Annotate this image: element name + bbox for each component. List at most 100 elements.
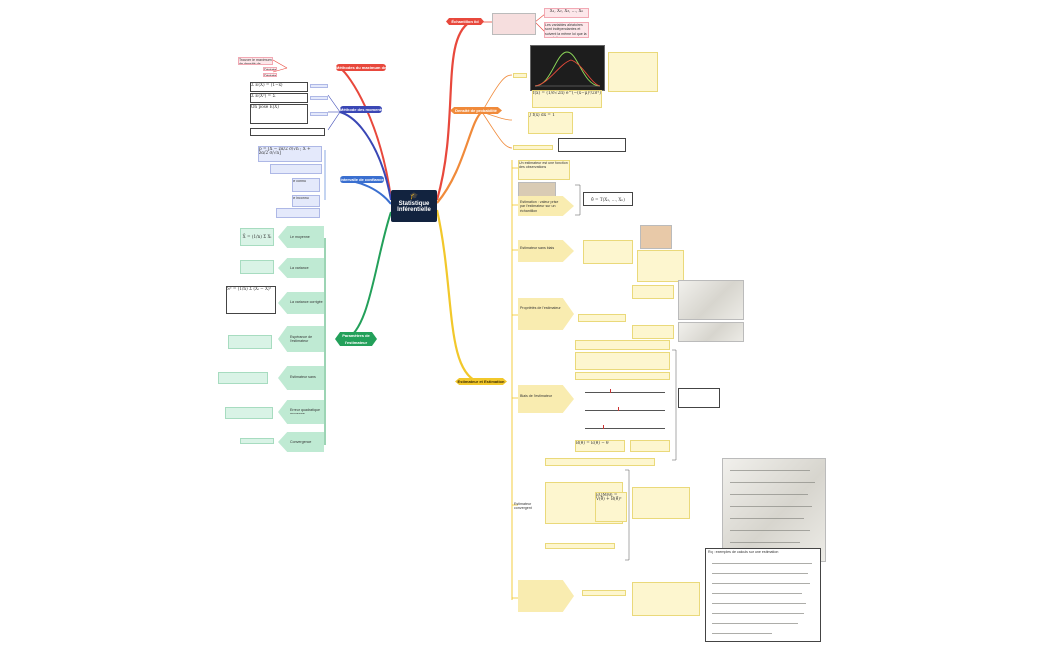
density-node-3 xyxy=(513,145,553,150)
graduation-cap-icon: 🎓 xyxy=(409,193,419,200)
bias-note xyxy=(630,440,670,452)
estimator-formula: θ̂ = T(X₁, …, Xₙ) xyxy=(583,192,633,206)
green-node-7 xyxy=(240,438,274,444)
biais-label: Biais de l'estimateur xyxy=(520,394,553,398)
branch-parametres[interactable]: Paramètres de l'estimateur xyxy=(335,332,377,346)
branch-densite[interactable]: Densité de probabilité xyxy=(450,107,502,114)
ic-formula-1: p = [X̄ − zα/2 σ/√n ; X̄ + zα/2 σ/√n] xyxy=(258,146,322,162)
green-node-5 xyxy=(218,372,268,384)
green-node-4 xyxy=(228,335,272,349)
biais-tick-2 xyxy=(618,407,619,411)
handwriting-line xyxy=(730,470,810,471)
central-topic-title: Statistique Inférentielle xyxy=(397,201,431,213)
density-sum-formula: ∫ f(x) dx = 1 xyxy=(528,112,573,134)
branch-intervalle[interactable]: Intervalle de confiance xyxy=(340,176,384,183)
estimation-label: Estimation : valeur prise par l'estimate… xyxy=(520,200,559,213)
estimation-arrow-box xyxy=(518,196,574,216)
green-box-3 xyxy=(278,292,324,314)
branch-estimateur[interactable]: Estimateur et Estimation xyxy=(455,378,507,385)
estimateur-formula-row xyxy=(545,458,655,466)
handwriting-line xyxy=(712,603,806,604)
convergent-bottom-formula xyxy=(545,543,615,549)
sans-biais-text xyxy=(583,240,633,264)
handwriting-line xyxy=(712,573,808,574)
biais-desc-3 xyxy=(575,372,670,380)
handwritten-note-3 xyxy=(722,458,826,562)
green-box-1 xyxy=(278,226,324,248)
ic-formula-4: σ inconnu xyxy=(292,195,320,207)
var-formula: S² = (1/n) Σ (Xᵢ − X̄)² xyxy=(226,286,276,314)
branch-echantillon[interactable]: Échantillon iid xyxy=(446,18,484,25)
biais-arrow-box xyxy=(518,385,574,413)
convergent-right-text xyxy=(632,487,690,519)
handwriting-line xyxy=(712,593,802,594)
final-note-title: Rq : exemples de calculs sur une estimat… xyxy=(708,550,779,554)
moments-formula-3: On pose E(X) xyxy=(250,104,308,124)
branch-mle[interactable]: Méthodes du maximum de vraisemblance xyxy=(336,64,416,71)
biais-desc-2 xyxy=(575,352,670,370)
final-label xyxy=(520,592,566,602)
green-box-7 xyxy=(278,432,324,452)
moments-side-2 xyxy=(310,96,328,100)
mle-center-node xyxy=(287,65,333,71)
handwriting-line xyxy=(730,494,808,495)
handwriting-line xyxy=(730,530,810,531)
green-label-3: La variance corrigée xyxy=(290,300,323,304)
mle-node-1: Trouver le maximum de densité de probabi… xyxy=(238,57,273,65)
green-node-6 xyxy=(225,407,273,419)
green-box-4 xyxy=(278,326,324,352)
mean-formula: X̄ = (1/n) Σ Xᵢ xyxy=(240,228,274,246)
mle-node-3: Dérivée seconde xyxy=(263,73,277,77)
handwriting-line xyxy=(730,542,800,543)
sans-biais-sketch xyxy=(640,225,672,249)
handwriting-line xyxy=(712,613,804,614)
handwriting-line xyxy=(712,633,772,634)
ic-formula-5 xyxy=(276,208,320,218)
proprietes-text-3 xyxy=(632,325,674,339)
green-label-4: Espérance de l'estimateur xyxy=(290,335,313,343)
eqm-formula-box: EQM(θ̂) = V(θ̂) + B(θ̂)² xyxy=(595,492,627,522)
sans-biais-label: Estimateur sans biais xyxy=(520,246,555,250)
convergent-label: Estimateur convergent xyxy=(514,502,532,510)
densite-text xyxy=(608,52,658,92)
estimateur-sketch-image xyxy=(518,182,556,197)
green-box-6 xyxy=(278,400,324,424)
biais-tick-3 xyxy=(603,425,604,429)
green-label-2: La variance empirique xyxy=(290,266,309,270)
biais-axis-3 xyxy=(585,428,665,429)
bias-formula: B(θ̂) = E(θ̂) − θ xyxy=(575,440,625,452)
normal-density-plot xyxy=(530,45,605,91)
densite-normal-note xyxy=(513,73,527,78)
final-text xyxy=(582,590,626,596)
sans-biais-text-2 xyxy=(637,250,684,282)
ic-formula-2 xyxy=(270,164,322,174)
proprietes-text xyxy=(578,314,626,322)
ic-formula-3: σ connu xyxy=(292,178,320,192)
moments-side-1 xyxy=(310,84,328,88)
proprietes-arrow-box xyxy=(518,298,574,330)
echantillon-sketch-image xyxy=(492,13,536,35)
biais-tick-1 xyxy=(610,389,611,393)
moments-formula-2: Σ E(X²) = Σ xyxy=(250,93,308,103)
estimator-caption xyxy=(583,208,631,214)
green-box-2 xyxy=(278,258,324,278)
density-piecewise-formula xyxy=(558,138,626,152)
biais-axis-2 xyxy=(585,410,665,411)
green-node-2 xyxy=(240,260,274,274)
estimateur-definition: Un estimateur est une fonction des obser… xyxy=(518,160,570,180)
bias-sidenote xyxy=(678,388,720,408)
mle-node-2: Dérivée nulle xyxy=(263,67,277,71)
handwritten-note-1 xyxy=(678,280,744,320)
final-formulas xyxy=(632,582,700,616)
branch-moments[interactable]: Méthode des moments xyxy=(340,106,384,113)
normal-density-formula: f(x) = (1/σ√2π) e^(−(x−μ)²/2σ²) xyxy=(532,90,602,108)
biais-desc-1 xyxy=(575,340,670,350)
handwriting-line xyxy=(712,583,810,584)
green-label-7: Convergence xyxy=(290,440,312,444)
moments-note xyxy=(250,128,325,136)
sans-biais-arrow-box xyxy=(518,240,574,262)
green-label-5: Estimateur sans biais xyxy=(290,375,316,379)
central-topic[interactable]: 🎓 Statistique Inférentielle xyxy=(391,190,437,222)
handwriting-line xyxy=(730,506,812,507)
